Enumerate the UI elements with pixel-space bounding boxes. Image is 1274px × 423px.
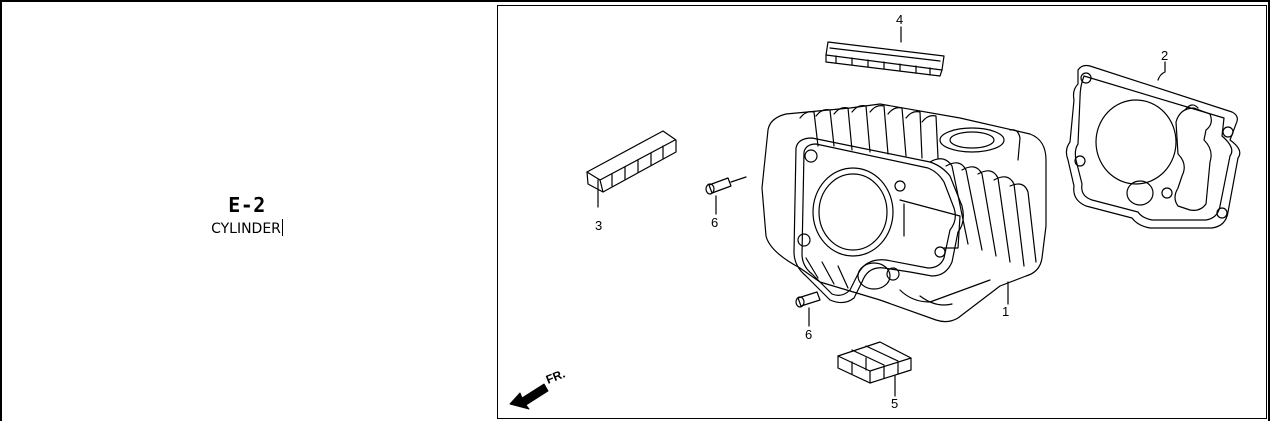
callout-4: 4 [896,12,903,27]
section-name: CYLINDER [211,221,281,237]
part-6-dowel-pin-upper [705,176,747,215]
part-2-cylinder-gasket [1065,61,1241,229]
part-5-fin-rubber [837,341,912,397]
part-4-fin-rubber [825,41,945,77]
part-1-cylinder-body [761,103,1047,323]
section-code: E-2 [228,193,266,217]
callout-1: 1 [1002,304,1009,319]
section-name-line: CYLINDER [0,219,494,237]
callout-6-upper: 6 [711,215,718,230]
front-direction-label: FR. [544,367,567,387]
callout-3: 3 [595,218,602,233]
callout-2: 2 [1161,48,1168,63]
section-header-panel: E-2 CYLINDER [0,0,494,423]
text-caret [281,219,283,236]
front-direction-arrow-icon [509,383,549,410]
callout-6-lower: 6 [805,327,812,342]
callout-5: 5 [891,396,898,411]
part-6-dowel-pin-lower [795,291,821,327]
part-3-fin-rubber [586,130,677,208]
parts-diagram-panel [497,5,1267,419]
